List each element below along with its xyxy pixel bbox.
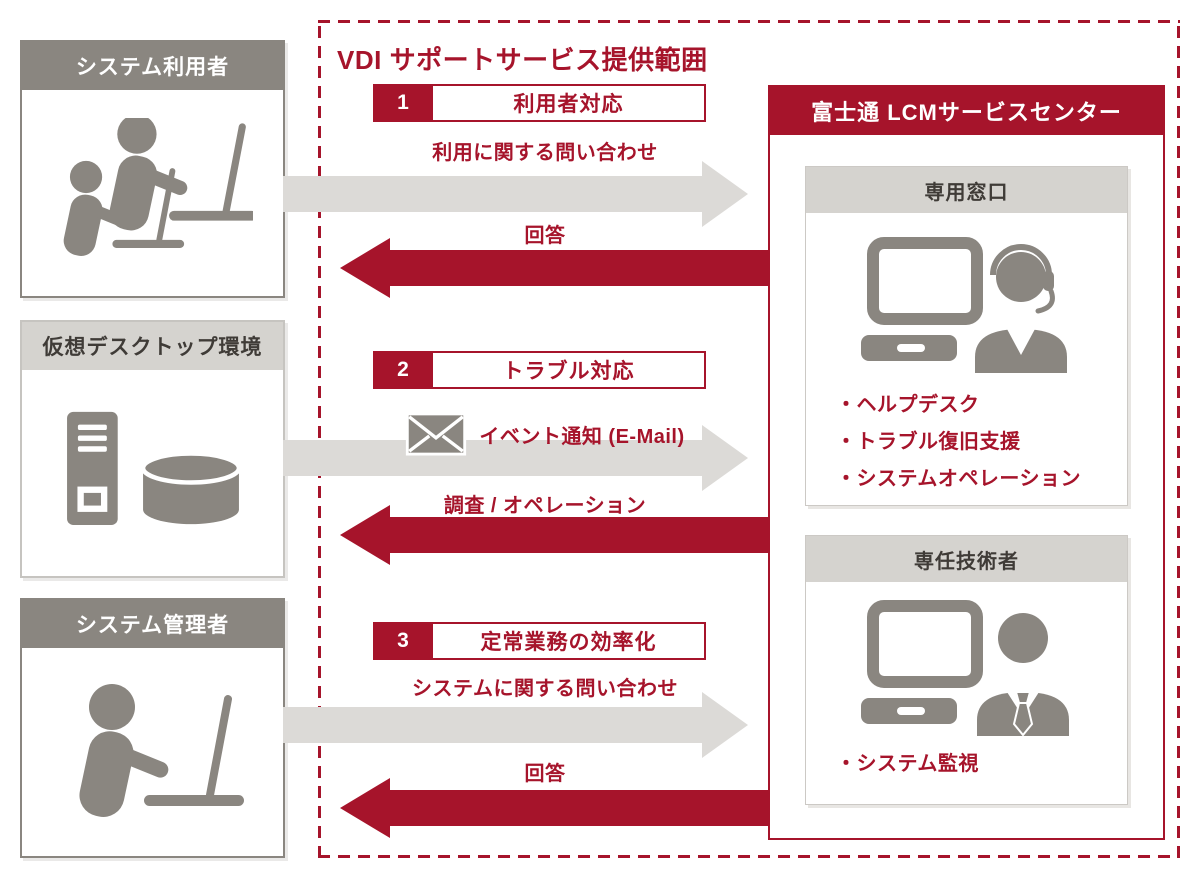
- list-item: ・ヘルプデスク: [836, 394, 980, 416]
- flow2-number-badge: 2: [373, 351, 433, 389]
- flow2-badge-row: 2 トラブル対応: [373, 351, 706, 389]
- actor-header-system-users: システム利用者: [22, 42, 283, 90]
- flow3-request-arrow: [283, 692, 748, 758]
- flow2-request-label: イベント通知 (E-Mail): [330, 410, 760, 458]
- server-database-icon: [66, 411, 241, 526]
- actor-box-system-users: システム利用者: [20, 40, 285, 298]
- flow2-response-label: 調査 / オペレーション: [443, 495, 647, 517]
- flow3-request-label: システムに関する問い合わせ: [412, 678, 678, 700]
- flow2-request-arrow: [283, 425, 748, 491]
- flow2-response-arrow: [340, 505, 768, 565]
- engineer-icon-wrap: [806, 596, 1127, 736]
- group-box-engineer: 専任技術者 ・システム監視: [805, 535, 1128, 805]
- scope-title: VDI サポートサービス提供範囲: [337, 45, 708, 75]
- actor-box-virtual-desktop: 仮想デスクトップ環境: [20, 320, 285, 578]
- flow3-badge-row: 3 定常業務の効率化: [373, 622, 706, 660]
- engineer-header: 専任技術者: [806, 536, 1127, 582]
- service-center-title: 富士通 LCMサービスセンター: [770, 87, 1163, 135]
- actor-body-virtual-desktop: [22, 370, 283, 576]
- actor-body-system-users: [22, 90, 283, 296]
- actor-header-system-admin: システム管理者: [22, 600, 283, 648]
- two-users-laptop-icon: [63, 118, 253, 256]
- flow3-number-badge: 3: [373, 622, 433, 660]
- front-desk-icon-wrap: [806, 233, 1127, 373]
- engineer-items: ・システム監視: [836, 746, 1127, 783]
- flow2-title: トラブル対応: [433, 351, 706, 389]
- helpdesk-operator-icon: [860, 237, 1067, 373]
- group-box-front-desk: 専用窓口 ・ヘルプデスク ・トラブル復旧支援 ・システムオペレーション: [805, 166, 1128, 506]
- flow1-badge-row: 1 利用者対応: [373, 84, 706, 122]
- flow1-title: 利用者対応: [433, 84, 706, 122]
- actor-header-virtual-desktop: 仮想デスクトップ環境: [22, 322, 283, 370]
- flow2-request-text: イベント通知 (E-Mail): [479, 425, 685, 448]
- list-item: ・システムオペレーション: [836, 468, 1081, 490]
- flow3-response-arrow: [340, 778, 768, 838]
- flow1-number-badge: 1: [373, 84, 433, 122]
- admin-laptop-icon: [79, 684, 244, 817]
- flow1-request-label: 利用に関する問い合わせ: [432, 142, 658, 164]
- actor-body-system-admin: [22, 648, 283, 856]
- flow1-response-label: 回答: [524, 225, 566, 247]
- flow3-title: 定常業務の効率化: [433, 622, 706, 660]
- front-desk-items: ・ヘルプデスク ・トラブル復旧支援 ・システムオペレーション: [836, 387, 1127, 498]
- engineer-icon: [860, 600, 1069, 736]
- list-item: ・トラブル復旧支援: [836, 431, 1021, 453]
- list-item: ・システム監視: [836, 753, 979, 775]
- front-desk-header: 専用窓口: [806, 167, 1127, 213]
- email-icon: [406, 412, 467, 456]
- flow3-response-label: 回答: [524, 763, 566, 785]
- actor-box-system-admin: システム管理者: [20, 598, 285, 858]
- flow1-response-arrow: [340, 238, 768, 298]
- flow1-request-arrow: [283, 161, 748, 227]
